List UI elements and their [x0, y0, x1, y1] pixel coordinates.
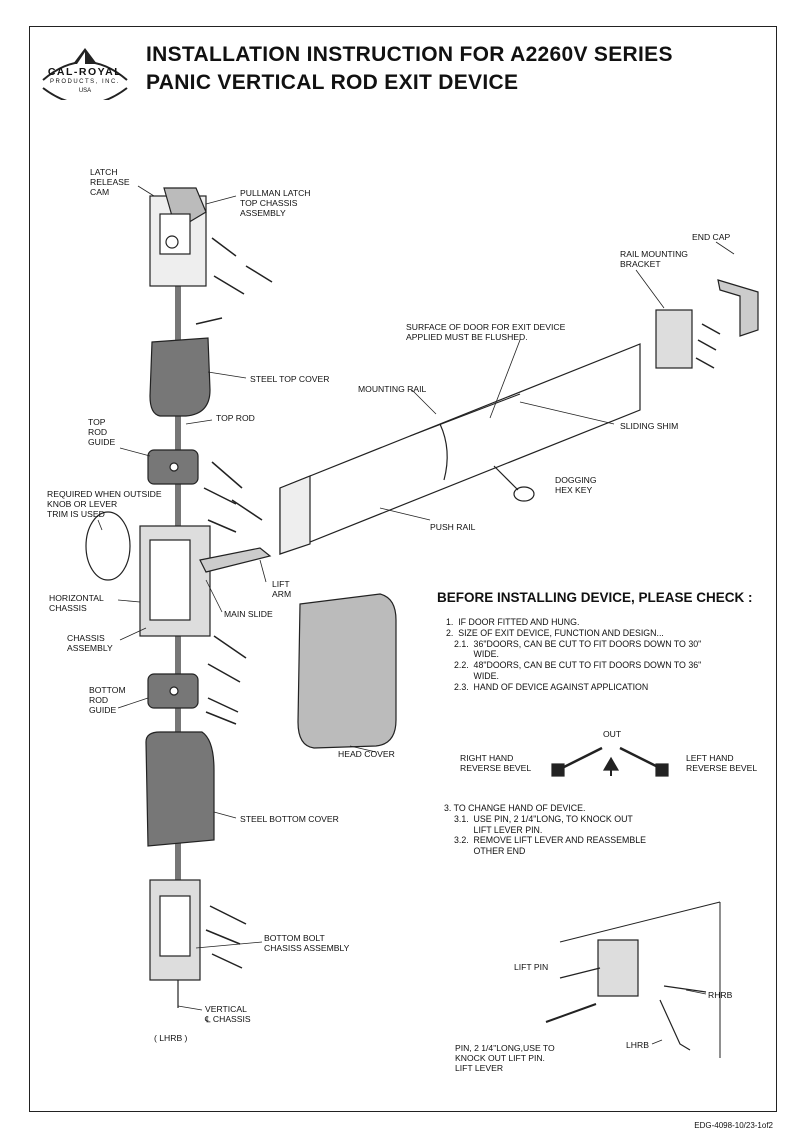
- label-required-when: REQUIRED WHEN OUTSIDE KNOB OR LEVER TRIM…: [47, 489, 162, 519]
- check-item-2-3: 2.3. HAND OF DEVICE AGAINST APPLICATION: [454, 681, 649, 692]
- label-main-slide: MAIN SLIDE: [224, 609, 273, 619]
- label-top-rod: TOP ROD: [216, 413, 255, 423]
- document-code: EDG-4098-10/23-1of2: [694, 1121, 773, 1130]
- label-lhrb: LHRB: [626, 1040, 649, 1050]
- checklist: 1. IF DOOR FITTED AND HUNG. 2. SIZE OF E…: [446, 617, 701, 693]
- label-pin-note: PIN, 2 1/4"LONG,USE TO KNOCK OUT LIFT PI…: [455, 1043, 555, 1073]
- label-head-cover: HEAD COVER: [338, 749, 395, 759]
- label-push-rail: PUSH RAIL: [430, 522, 476, 532]
- check-item-3: 3. TO CHANGE HAND OF DEVICE.: [444, 803, 586, 813]
- label-rhrb: RHRB: [708, 990, 733, 1000]
- label-sliding-shim: SLIDING SHIM: [620, 421, 679, 431]
- check-item-2-1: 2.1. 36"DOORS, CAN BE CUT TO FIT DOORS D…: [454, 638, 702, 660]
- logo-country: USA: [78, 88, 92, 94]
- label-surface-of-door: SURFACE OF DOOR FOR EXIT DEVICE APPLIED …: [406, 322, 566, 342]
- label-bottom-rod-guide: BOTTOM ROD GUIDE: [89, 685, 126, 715]
- page-subtitle: PANIC VERTICAL ROD EXIT DEVICE: [146, 71, 519, 94]
- label-out: OUT: [603, 729, 622, 739]
- label-steel-top-cover: STEEL TOP COVER: [250, 374, 330, 384]
- label-vertical-chassis: VERTICAL ℄ CHASSIS: [205, 1004, 251, 1024]
- check-item-3-1: 3.1. USE PIN, 2 1/4"LONG, TO KNOCK OUT L…: [454, 813, 633, 835]
- check-item-1: 1. IF DOOR FITTED AND HUNG.: [446, 617, 580, 627]
- label-chassis-assembly: CHASSIS ASSEMBLY: [67, 633, 113, 653]
- label-end-cap: END CAP: [692, 232, 731, 242]
- label-lift-arm: LIFT ARM: [272, 579, 292, 599]
- check-item-2-2: 2.2. 48"DOORS, CAN BE CUT TO FIT DOORS D…: [454, 660, 702, 681]
- label-mounting-rail: MOUNTING RAIL: [358, 384, 427, 394]
- change-hand-steps: 3. TO CHANGE HAND OF DEVICE. 3.1. USE PI…: [444, 803, 646, 857]
- check-item-2: 2. SIZE OF EXIT DEVICE, FUNCTION AND DES…: [446, 627, 664, 638]
- label-left-hand-reverse-bevel: LEFT HAND REVERSE BEVEL: [686, 753, 758, 773]
- label-horizontal-chassis: HORIZONTAL CHASSIS: [49, 593, 104, 613]
- label-dogging-hex-key: DOGGING HEX KEY: [555, 475, 597, 495]
- page-title: INSTALLATION INSTRUCTION FOR A2260V SERI…: [146, 43, 673, 66]
- label-top-rod-guide: TOP ROD GUIDE: [88, 417, 116, 447]
- cal-royal-logo-icon: [42, 48, 128, 100]
- label-rail-mounting-bracket: RAIL MOUNTING BRACKET: [620, 249, 688, 269]
- logo-name: CAL-ROYAL: [47, 66, 123, 78]
- logo-subtitle: PRODUCTS, INC.: [49, 79, 120, 85]
- pullman-latch-icon: [149, 187, 207, 287]
- label-steel-bottom-cover: STEEL BOTTOM COVER: [240, 814, 339, 824]
- check-item-3-2: 3.2. REMOVE LIFT LEVER AND REASSEMBLE OT…: [454, 835, 646, 857]
- page-border: [29, 26, 777, 1112]
- label-bottom-bolt: BOTTOM BOLT CHASISS ASSEMBLY: [264, 933, 350, 953]
- label-right-hand-reverse-bevel: RIGHT HAND REVERSE BEVEL: [460, 753, 532, 773]
- label-pullman-latch: PULLMAN LATCH TOP CHASSIS ASSEMBLY: [240, 188, 311, 218]
- checklist-title: BEFORE INSTALLING DEVICE, PLEASE CHECK :: [437, 590, 753, 605]
- label-lift-pin: LIFT PIN: [514, 962, 549, 972]
- label-lhrb-paren: ( LHRB ): [154, 1033, 188, 1043]
- label-latch-release-cam: LATCH RELEASE CAM: [90, 167, 130, 197]
